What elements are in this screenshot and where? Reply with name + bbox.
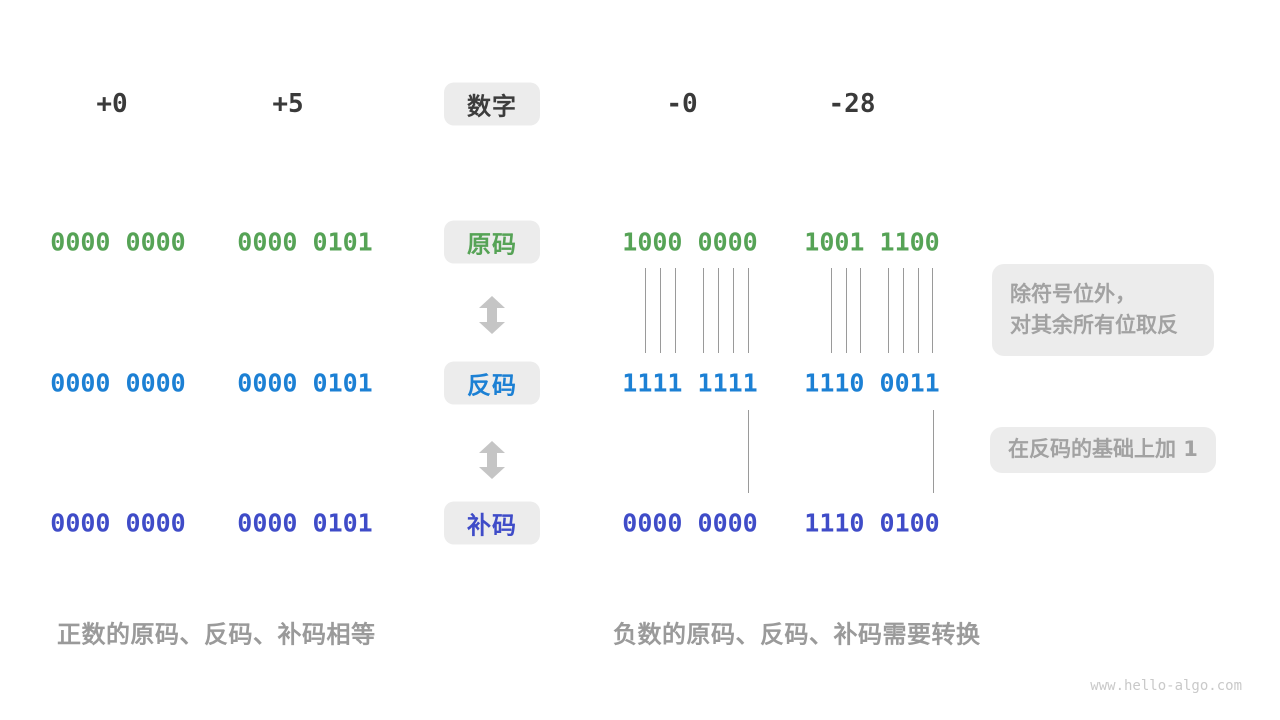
positive-numbers-caption: 正数的原码、反码、补码相等: [57, 620, 376, 649]
bit-tick-line: [888, 268, 889, 353]
ones-complement-value-neg28: 1110 0011: [804, 368, 940, 398]
bit-tick-line: [860, 268, 861, 353]
invert-bits-annotation: 除符号位外， 对其余所有位取反: [992, 264, 1214, 356]
twos-complement-value-pos0: 0000 0000: [50, 508, 186, 538]
bit-tick-line: [748, 268, 749, 353]
bit-tick-line: [718, 268, 719, 353]
bit-tick-line: [733, 268, 734, 353]
invert-bits-annotation-line1: 除符号位外，: [1010, 282, 1136, 306]
invert-bits-annotation-line2: 对其余所有位取反: [1010, 313, 1178, 337]
header-number-positive-zero: +0: [96, 89, 128, 119]
bit-tick-line: [831, 268, 832, 353]
sign-magnitude-label-tag: 原码: [444, 220, 540, 264]
bit-tick-line: [675, 268, 676, 353]
negative-numbers-caption: 负数的原码、反码、补码需要转换: [613, 620, 981, 649]
header-number-negative-zero: -0: [666, 89, 698, 119]
twos-complement-value-neg0: 0000 0000: [622, 508, 758, 538]
bit-tick-line: [932, 268, 933, 353]
twos-complement-label-tag: 补码: [444, 501, 540, 545]
bit-tick-line: [918, 268, 919, 353]
up-down-arrow-icon: [479, 441, 505, 479]
ones-complement-value-pos0: 0000 0000: [50, 368, 186, 398]
sign-magnitude-value-neg0: 1000 0000: [622, 227, 758, 257]
header-number-positive-five: +5: [272, 89, 304, 119]
twos-complement-value-neg28: 1110 0100: [804, 508, 940, 538]
sign-magnitude-value-pos0: 0000 0000: [50, 227, 186, 257]
bit-tick-line: [703, 268, 704, 353]
number-label-tag: 数字: [444, 82, 540, 126]
website-watermark: www.hello-algo.com: [1090, 678, 1242, 694]
bit-tick-line: [645, 268, 646, 353]
sign-magnitude-value-neg28: 1001 1100: [804, 227, 940, 257]
up-down-arrow-icon: [479, 296, 505, 334]
twos-complement-value-pos5: 0000 0101: [237, 508, 373, 538]
bit-tick-line: [933, 410, 934, 493]
sign-magnitude-value-pos5: 0000 0101: [237, 227, 373, 257]
header-number-negative-28: -28: [828, 89, 876, 119]
bit-tick-line: [660, 268, 661, 353]
ones-complement-value-neg0: 1111 1111: [622, 368, 758, 398]
bit-tick-line: [903, 268, 904, 353]
ones-complement-value-pos5: 0000 0101: [237, 368, 373, 398]
bit-tick-line: [748, 410, 749, 493]
bit-tick-line: [846, 268, 847, 353]
ones-complement-label-tag: 反码: [444, 361, 540, 405]
add-one-annotation: 在反码的基础上加 1: [990, 427, 1216, 473]
